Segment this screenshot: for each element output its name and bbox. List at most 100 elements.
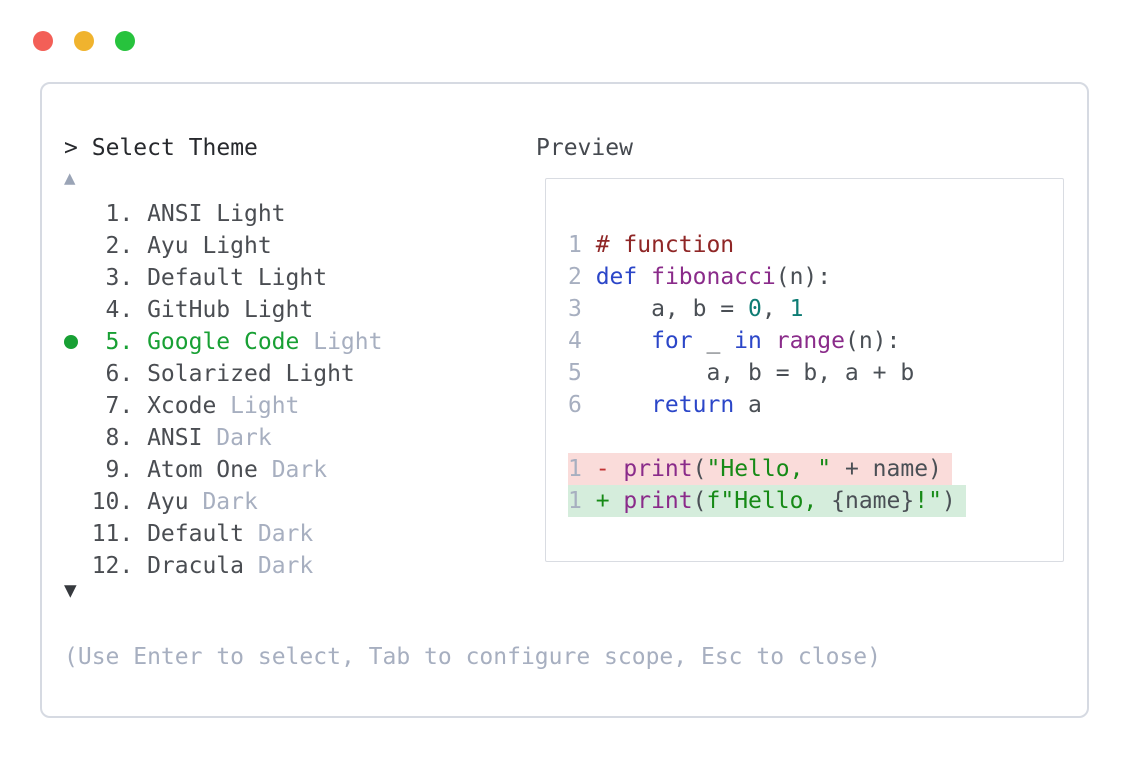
code-line: 3 a, b = 0, 1 bbox=[568, 293, 813, 325]
list-item[interactable]: 3. Default Light bbox=[64, 262, 382, 294]
item-number: 11. bbox=[91, 521, 134, 547]
code-line: 1+ print(f"Hello, {name}!") bbox=[568, 485, 966, 517]
list-item[interactable]: 12. Dracula Dark bbox=[64, 550, 382, 582]
list-item[interactable]: 6. Solarized Light bbox=[64, 358, 382, 390]
item-name: Google Code bbox=[147, 329, 300, 355]
code-token bbox=[596, 392, 651, 418]
item-name: Dracula bbox=[147, 553, 244, 579]
item-number: 4. bbox=[105, 297, 134, 323]
scroll-down-icon[interactable]: ▼ bbox=[64, 578, 77, 602]
code-token: - bbox=[595, 456, 624, 482]
code-token: a, b = bbox=[595, 296, 749, 322]
list-item[interactable]: 11. Default Dark bbox=[64, 518, 382, 550]
code-token: def bbox=[595, 264, 638, 290]
code-token: # function bbox=[595, 232, 735, 258]
page-title: Select Theme bbox=[91, 135, 258, 161]
code-line: 6 return a bbox=[568, 389, 772, 421]
item-name: Ayu bbox=[147, 489, 189, 515]
code-token: + bbox=[595, 488, 624, 514]
code-token: range bbox=[775, 328, 845, 354]
item-name: ANSI Light bbox=[147, 201, 286, 227]
code-line: 5 a, b = b, a + b bbox=[568, 357, 924, 389]
item-name: Default Light bbox=[147, 265, 328, 291]
item-name: Ayu Light bbox=[147, 233, 272, 259]
item-suffix: Dark bbox=[257, 553, 314, 579]
code-line: 4 for _ in range(n): bbox=[568, 325, 910, 357]
code-token: for bbox=[651, 328, 693, 354]
code-token bbox=[637, 264, 651, 290]
line-number: 5 bbox=[568, 360, 582, 386]
line-number: 6 bbox=[568, 392, 582, 418]
item-suffix: Light bbox=[230, 393, 300, 419]
code-token: ( bbox=[692, 456, 707, 482]
item-suffix: Dark bbox=[216, 425, 272, 451]
code-token: a, b = b, a + b bbox=[595, 360, 915, 386]
line-number: 1 bbox=[568, 456, 582, 482]
code-line bbox=[568, 421, 606, 453]
line-number: 1 bbox=[568, 488, 582, 514]
code-token: !" bbox=[914, 488, 942, 514]
item-suffix: Dark bbox=[271, 457, 328, 483]
item-number: 6. bbox=[105, 361, 134, 387]
code-token: ( bbox=[692, 488, 707, 514]
line-number: 4 bbox=[568, 328, 582, 354]
code-token: ) bbox=[941, 488, 956, 514]
item-number: 9. bbox=[105, 457, 134, 483]
theme-list: 1. ANSI Light 2. Ayu Light 3. Default Light 4.… bbox=[64, 198, 382, 582]
code-token: , bbox=[761, 296, 790, 322]
code-token: _ bbox=[692, 328, 735, 354]
line-number: 1 bbox=[568, 232, 582, 258]
scroll-up-icon[interactable]: ▲ bbox=[64, 167, 76, 189]
item-number: 12. bbox=[91, 553, 134, 579]
item-bullet bbox=[64, 335, 92, 349]
item-suffix: Light bbox=[313, 329, 383, 355]
code-token: in bbox=[734, 328, 762, 354]
code-token: return bbox=[651, 392, 735, 418]
item-name: Default bbox=[147, 521, 244, 547]
item-number: 2. bbox=[105, 233, 134, 259]
code-token: 1 bbox=[789, 296, 804, 322]
item-number: 7. bbox=[105, 393, 134, 419]
selected-dot-icon bbox=[64, 335, 78, 349]
minimize-button[interactable] bbox=[74, 31, 94, 51]
item-name: Xcode bbox=[147, 393, 217, 419]
maximize-button[interactable] bbox=[115, 31, 135, 51]
code-token: {name} bbox=[831, 488, 915, 514]
item-name: GitHub Light bbox=[147, 297, 314, 323]
list-item[interactable]: 1. ANSI Light bbox=[64, 198, 382, 230]
list-item[interactable]: 2. Ayu Light bbox=[64, 230, 382, 262]
footer-hint: (Use Enter to select, Tab to configure s… bbox=[64, 644, 881, 670]
code-token bbox=[596, 328, 651, 354]
item-name: ANSI bbox=[147, 425, 203, 451]
code-token: fibonacci bbox=[651, 264, 776, 290]
code-token: print bbox=[623, 456, 693, 482]
item-number: 3. bbox=[105, 265, 134, 291]
item-name: Solarized Light bbox=[147, 361, 355, 387]
window-controls bbox=[33, 31, 135, 51]
prompt-header: > Select Theme bbox=[64, 134, 258, 162]
code-token: (n): bbox=[775, 264, 832, 290]
preview-label: Preview bbox=[536, 135, 633, 161]
item-number: 1. bbox=[105, 201, 134, 227]
code-token: (n): bbox=[844, 328, 901, 354]
code-token: print bbox=[623, 488, 693, 514]
code-token: a bbox=[734, 392, 762, 418]
code-token bbox=[762, 328, 776, 354]
list-item[interactable]: 7. Xcode Light bbox=[64, 390, 382, 422]
prompt-space bbox=[78, 135, 92, 161]
code-token: "Hello, " bbox=[706, 456, 832, 482]
code-token: 0 bbox=[748, 296, 762, 322]
theme-selector-panel: > Select Theme ▲ 1. ANSI Light 2. Ayu Light… bbox=[40, 82, 1089, 718]
code-line: 1- print("Hello, " + name) bbox=[568, 453, 952, 485]
close-button[interactable] bbox=[33, 31, 53, 51]
item-suffix: Dark bbox=[257, 521, 314, 547]
prompt-caret-icon: > bbox=[64, 135, 78, 161]
list-item[interactable]: 4. GitHub Light bbox=[64, 294, 382, 326]
